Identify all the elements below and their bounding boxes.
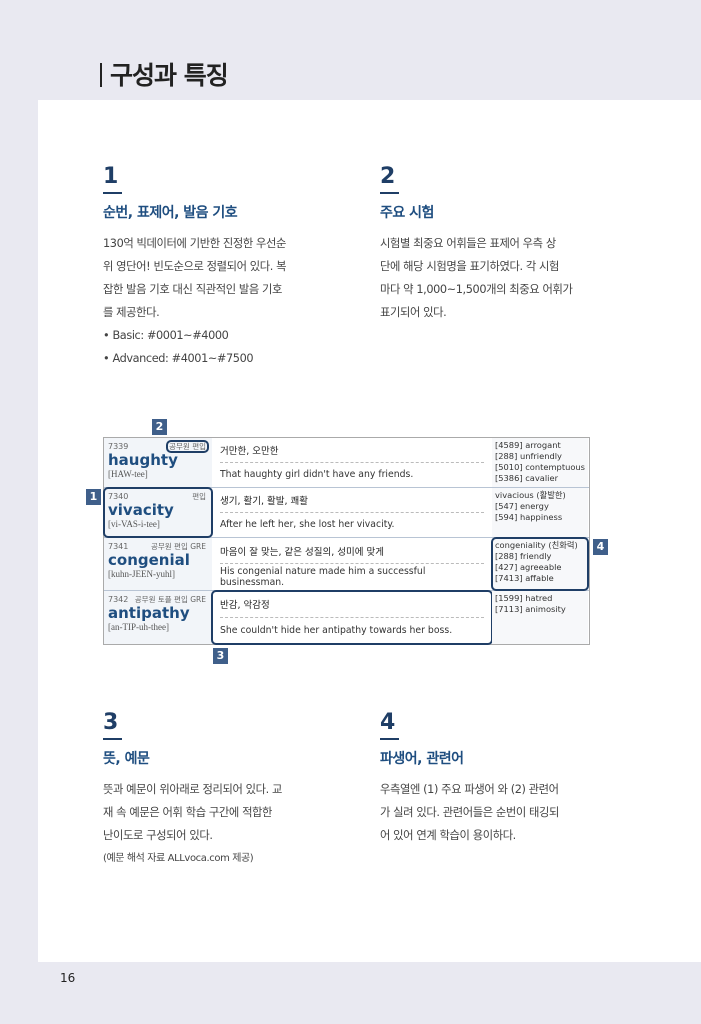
related-cell: [1599] hatred[7113] animosity xyxy=(492,591,588,644)
line: • Advanced: #4001~#7500 xyxy=(103,352,254,365)
line: • Basic: #0001~#4000 xyxy=(103,329,229,342)
related-word: [5010] contemptuous xyxy=(495,462,585,472)
pronunciation: [an-TIP-uh-thee] xyxy=(108,622,169,632)
section-heading: 주요 시험 xyxy=(380,205,434,221)
line: 위 영단어! 빈도순으로 정렬되어 있다. 복 xyxy=(103,260,287,273)
meaning-cell: 반감, 악감정 She couldn't hide her antipathy t… xyxy=(211,590,493,645)
line: 시험별 최중요 어휘들은 표제어 우측 상 xyxy=(380,237,556,250)
entry-id: 7340 xyxy=(108,492,129,501)
example: His congenial nature made him a successf… xyxy=(220,566,426,588)
pronunciation: [kuhn-JEEN-yuhl] xyxy=(108,569,175,579)
related-cell: congeniality (친화력)[288] friendly[427] ag… xyxy=(491,537,589,591)
title-text: 구성과 특징 xyxy=(110,61,229,90)
meaning: 반감, 악감정 xyxy=(220,591,484,618)
related-word: vivacious (활발한) xyxy=(495,490,566,500)
example: After he left her, she lost her vivacity… xyxy=(220,519,395,531)
badge-4: 4 xyxy=(593,539,608,555)
meaning-cell: 생기, 활기, 활발, 쾌활 After he left her, she los… xyxy=(212,488,492,537)
headword: vivacity xyxy=(108,501,174,519)
pronunciation: [vi-VAS-i-tee] xyxy=(108,519,160,529)
pronunciation: [HAW-tee] xyxy=(108,469,148,479)
example: That haughty girl didn't have any friend… xyxy=(220,469,414,481)
line: 130억 빅데이터에 기반한 진정한 우선순 xyxy=(103,237,287,250)
meaning: 거만한, 오만한 xyxy=(220,438,484,463)
page-title: 구성과 특징 xyxy=(100,56,229,92)
entry-id: 7341 xyxy=(108,542,129,551)
related-word: [7413] affable xyxy=(495,573,554,583)
exam-tags: 공무원 편입 GRE xyxy=(150,542,206,551)
headword: haughty xyxy=(108,451,178,469)
line: 가 실려 있다. 관련어들은 순번이 태깅되 xyxy=(380,806,560,819)
meaning-cell: 거만한, 오만한 That haughty girl didn't have an… xyxy=(212,438,492,487)
example: She couldn't hide her antipathy towards … xyxy=(220,625,453,637)
related-word: [7113] animosity xyxy=(495,604,566,614)
line: 난이도로 구성되어 있다. xyxy=(103,829,213,842)
entry-id: 7342 xyxy=(108,595,129,604)
page-number: 16 xyxy=(60,971,76,985)
line: 표기되어 있다. xyxy=(380,306,447,319)
section-number: 2 xyxy=(380,164,400,194)
related-cell: vivacious (활발한)[547] energy[594] happine… xyxy=(492,488,588,537)
related-word: [427] agreeable xyxy=(495,562,562,572)
related-word: [1599] hatred xyxy=(495,593,553,603)
related-word: [594] happiness xyxy=(495,512,563,522)
entry-id: 7339 xyxy=(108,442,129,451)
related-cell: [4589] arrogant[288] unfriendly[5010] co… xyxy=(492,438,588,487)
related-word: [4589] arrogant xyxy=(495,440,561,450)
related-word: [547] energy xyxy=(495,501,549,511)
meaning: 생기, 활기, 활발, 쾌활 xyxy=(220,488,484,513)
meaning: 마음이 잘 맞는, 같은 성질의, 성미에 맞게 xyxy=(220,538,484,564)
section-heading: 파생어, 관련어 xyxy=(380,751,464,767)
badge-3: 3 xyxy=(213,648,228,664)
exam-tags: 편입 xyxy=(192,492,206,501)
section-number: 1 xyxy=(103,164,123,194)
exam-tags: 공무원 편입 xyxy=(166,440,209,453)
line: 어 있어 연계 학습이 용이하다. xyxy=(380,829,516,842)
note: (예문 해석 자료 ALLvoca.com 제공) xyxy=(103,853,254,864)
section-heading: 순번, 표제어, 발음 기호 xyxy=(103,205,238,221)
line: 를 제공한다. xyxy=(103,306,160,319)
headword-cell: 7340 편입 vivacity[vi-VAS-i-tee] xyxy=(103,487,213,538)
line: 마다 약 1,000~1,500개의 최중요 어휘가 xyxy=(380,283,573,296)
line: 재 속 예문은 어휘 학습 구간에 적합한 xyxy=(103,806,273,819)
line: 잡한 발음 기호 대신 직관적인 발음 기호 xyxy=(103,283,283,296)
line: 뜻과 예문이 위아래로 정리되어 있다. 교 xyxy=(103,783,283,796)
badge-2: 2 xyxy=(152,419,167,435)
exam-tags: 공무원 토플 편입 GRE xyxy=(134,595,206,604)
related-word: congeniality (친화력) xyxy=(495,540,578,550)
related-word: [5386] cavalier xyxy=(495,473,558,483)
section-number: 3 xyxy=(103,710,123,740)
table-row: 7340 편입 vivacity[vi-VAS-i-tee] 생기, 활기, 활발,… xyxy=(103,487,589,538)
headword: congenial xyxy=(108,551,190,569)
related-word: [288] unfriendly xyxy=(495,451,562,461)
line: 단에 해당 시험명을 표기하였다. 각 시험 xyxy=(380,260,560,273)
section-heading: 뜻, 예문 xyxy=(103,751,150,767)
badge-1: 1 xyxy=(86,489,101,505)
related-word: [288] friendly xyxy=(495,551,552,561)
line: 우측열엔 (1) 주요 파생어 와 (2) 관련어 xyxy=(380,783,559,796)
headword: antipathy xyxy=(108,604,190,622)
section-number: 4 xyxy=(380,710,400,740)
